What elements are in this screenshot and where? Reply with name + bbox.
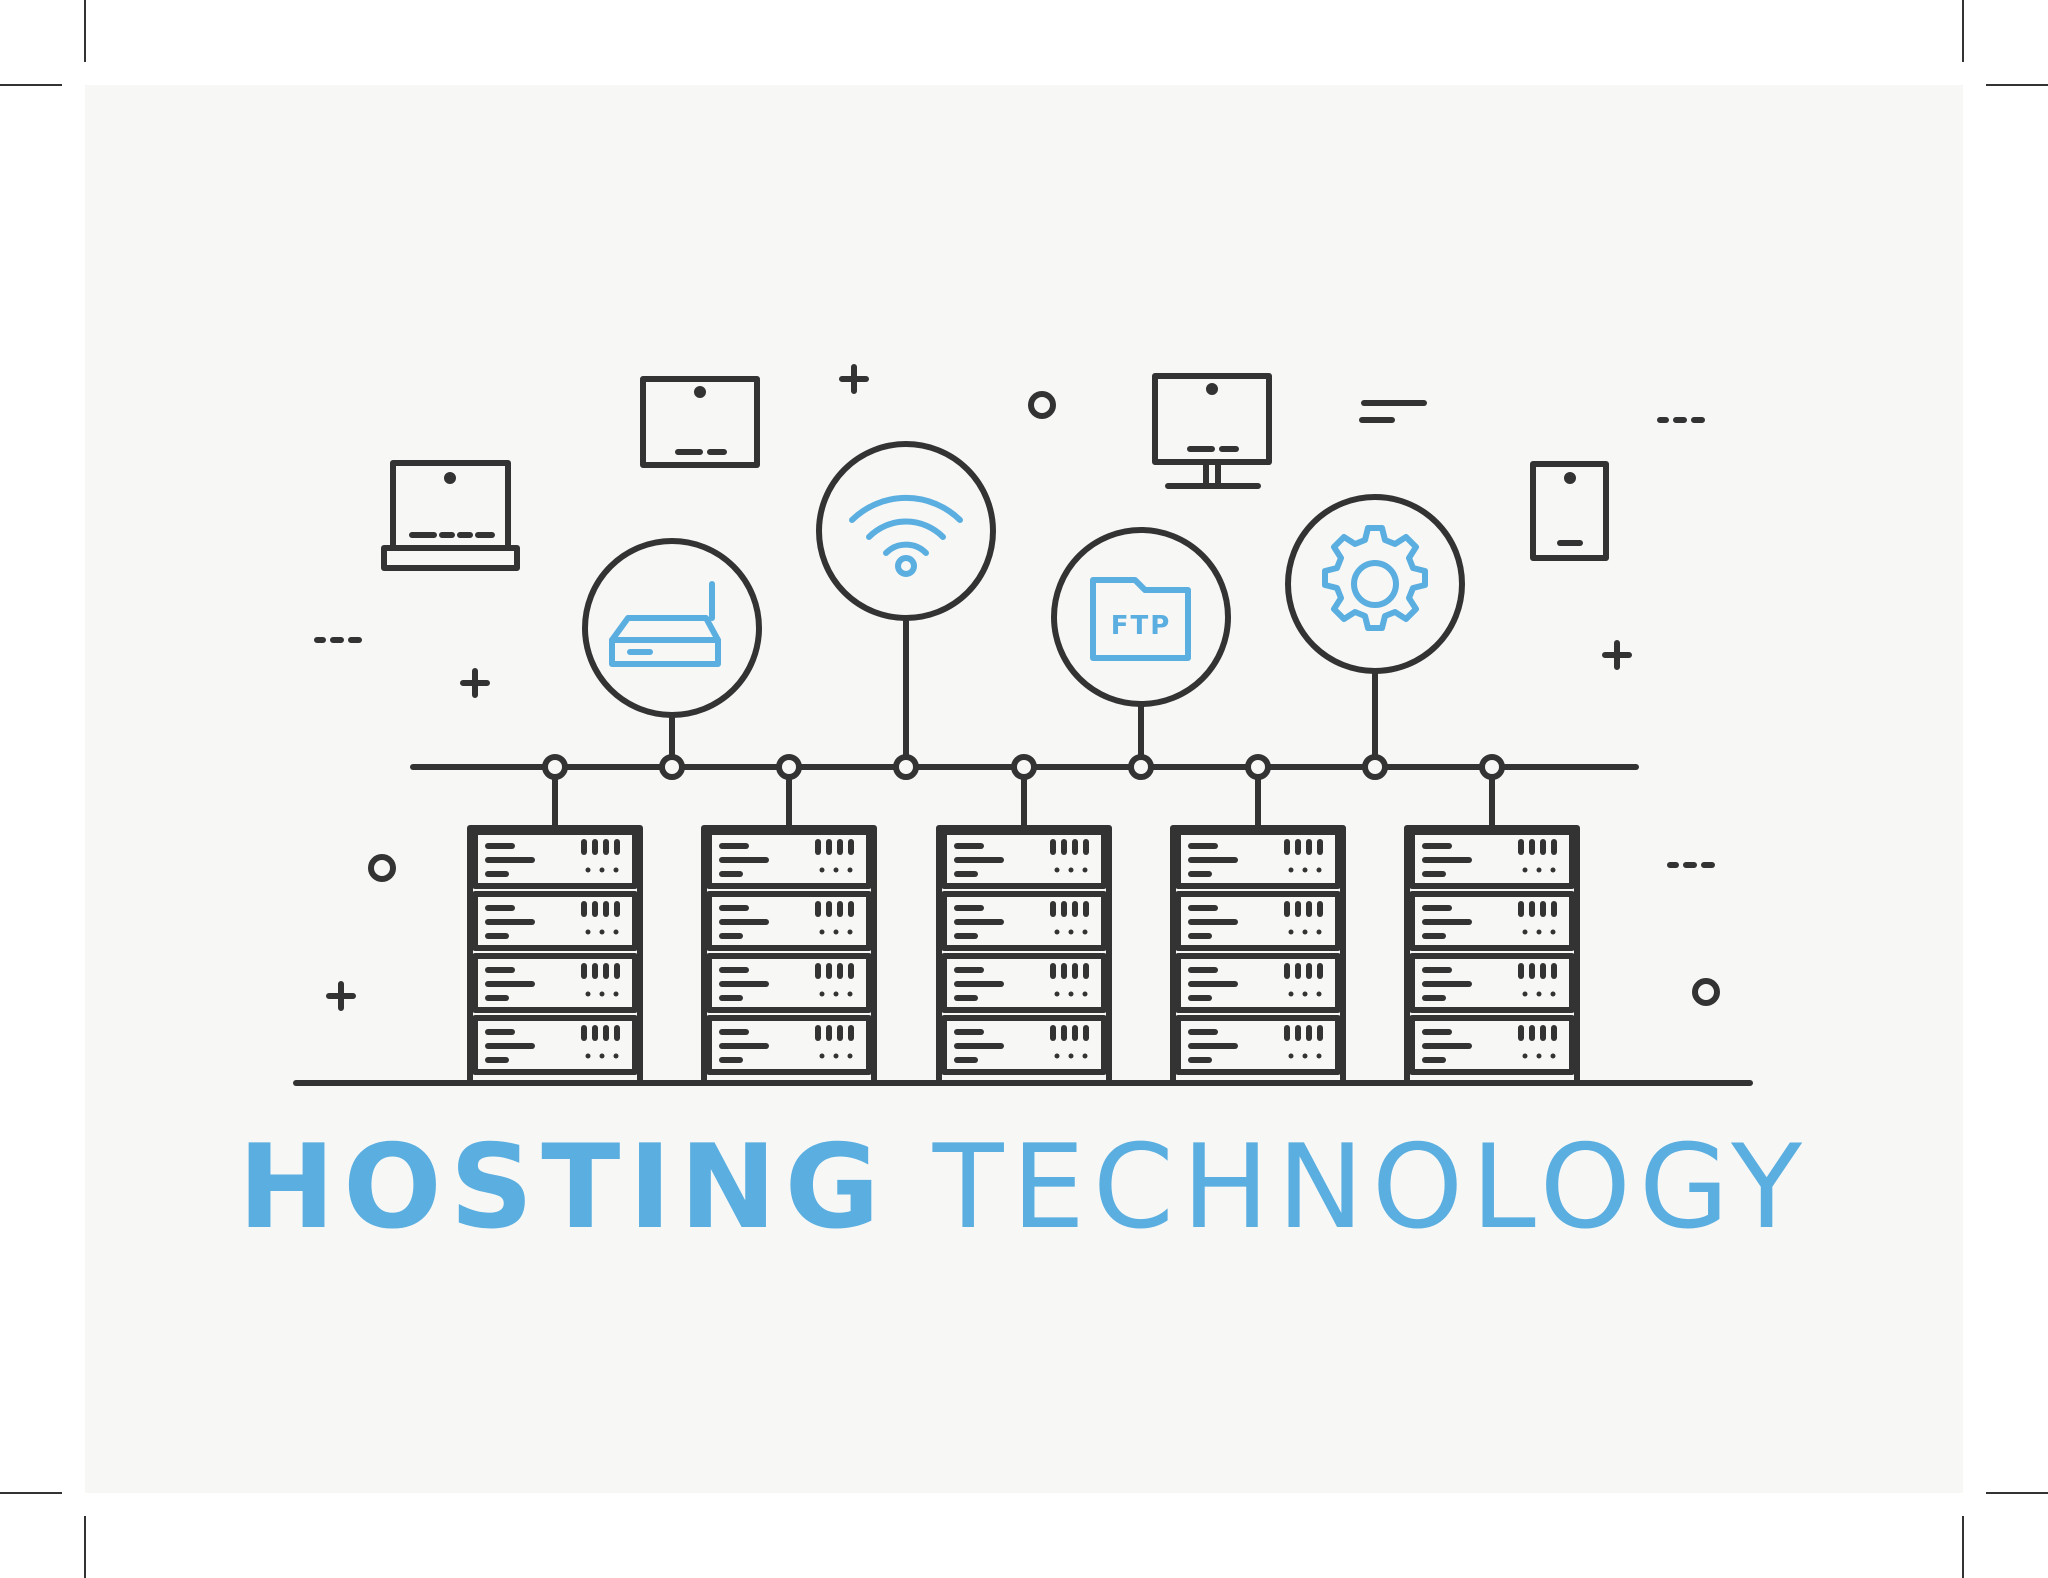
wifi-icon [849,494,963,577]
server-rack [936,774,1112,1086]
ftp-label: FTP [1111,611,1172,641]
tablet-icon [640,376,760,468]
server-unit [472,891,638,951]
settings-node [1285,494,1465,770]
ftp-folder-icon: FTP [1090,577,1191,661]
bus-node [893,754,919,780]
decorations [314,364,1720,1011]
server-rack [1404,774,1580,1086]
title-word-hosting: HOSTING [238,1120,888,1255]
server-unit [706,1015,872,1075]
laptop-icon [381,460,520,571]
plus-icon [460,668,490,698]
ring-icon [368,854,396,882]
server-unit [1175,1015,1341,1075]
plus-icon [326,981,356,1011]
router-icon [609,581,721,667]
server-unit [706,953,872,1013]
server-unit [1409,1015,1575,1075]
server-unit [472,829,638,889]
server-unit [1409,953,1575,1013]
bus-node [1128,754,1154,780]
monitor-icon [1152,373,1272,489]
plus-icon [1602,640,1632,670]
server-unit [941,891,1107,951]
bus-node [659,754,685,780]
ring-icon [1692,978,1720,1006]
smartphone-icon [1530,461,1609,561]
server-unit [1409,829,1575,889]
server-unit [472,953,638,1013]
server-unit [472,1015,638,1075]
server-unit [1175,953,1341,1013]
bus-node [1362,754,1388,780]
server-rack [701,774,877,1086]
server-unit [941,829,1107,889]
gear-icon [1322,525,1428,631]
server-racks [467,774,1580,1086]
server-unit [1175,891,1341,951]
server-rack [467,774,643,1086]
ring-icon [1028,391,1056,419]
server-unit [1409,891,1575,951]
server-rack [1170,774,1346,1086]
title-space [888,1120,933,1255]
server-unit [941,1015,1107,1075]
page-title: HOSTING TECHNOLOGY [0,1120,2048,1255]
plus-icon [839,364,869,394]
title-word-technology: TECHNOLOGY [932,1120,1810,1255]
server-unit [1175,829,1341,889]
wifi-node [816,441,996,770]
server-unit [941,953,1107,1013]
server-unit [706,891,872,951]
server-unit [706,829,872,889]
